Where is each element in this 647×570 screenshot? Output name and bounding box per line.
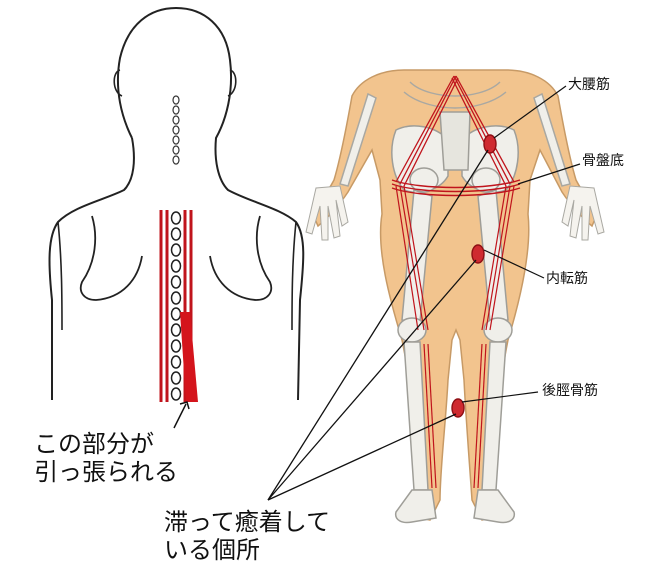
pulled-area-arrow	[174, 402, 189, 428]
hand-left	[306, 186, 348, 240]
spine-vertebrae	[172, 212, 181, 400]
hand-right	[562, 186, 604, 240]
back-caption-line1: この部分が	[34, 430, 154, 458]
pulled-area-highlight	[180, 312, 198, 402]
label-pelvic-floor: 骨盤底	[582, 150, 624, 170]
foot-bones	[396, 490, 515, 523]
back-caption-line2: 引っ張られる	[34, 458, 178, 486]
adhesion-caption-line2: いる個所	[164, 536, 260, 564]
cervical-vertebrae	[173, 96, 179, 164]
front-figure	[268, 70, 604, 523]
adhesion-spot-adductor	[472, 245, 484, 263]
right-scapula-outline	[210, 216, 271, 300]
left-scapula-outline	[81, 216, 142, 300]
back-figure	[50, 8, 304, 428]
label-tibialis-posterior: 後脛骨筋	[542, 380, 598, 400]
label-adductor: 内転筋	[546, 268, 588, 288]
adhesion-caption-line1: 滞って癒着して	[164, 508, 330, 536]
label-psoas: 大腰筋	[568, 74, 610, 94]
